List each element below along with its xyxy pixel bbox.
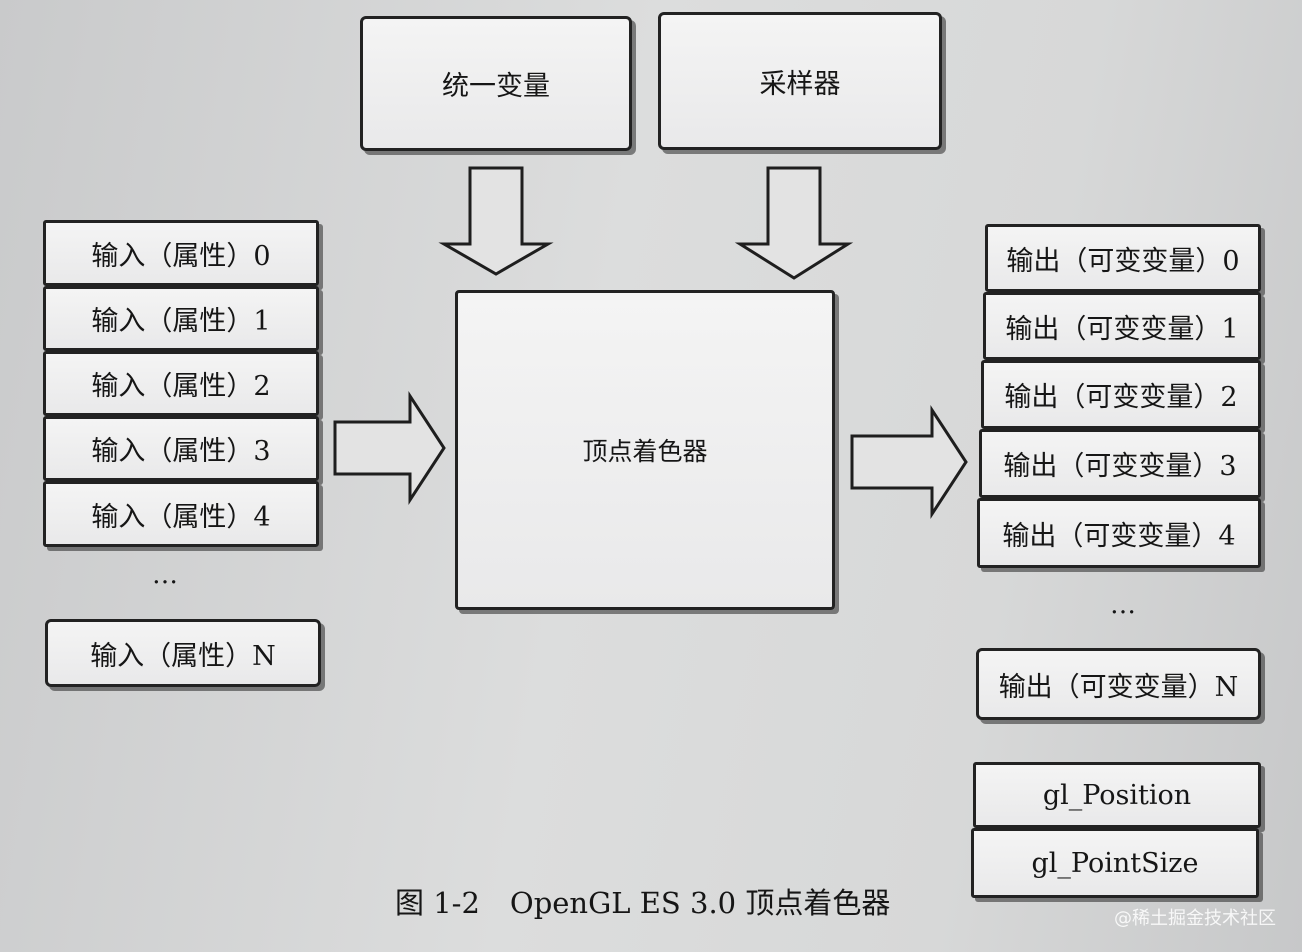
gl-pointsize-label: gl_PointSize — [1031, 847, 1199, 879]
input-attribute-label: 输入（属性）2 — [91, 371, 271, 402]
input-attribute-3: 输入（属性）3 — [43, 416, 319, 481]
output-varying-label: 输出（可变变量）4 — [1002, 520, 1236, 552]
gl-position-label: gl_Position — [1042, 779, 1192, 811]
output-varying-label: 输出（可变变量）N — [998, 671, 1239, 703]
watermark: @稀土掘金技术社区 — [1114, 908, 1276, 929]
figure-number: 图 1-2 — [395, 886, 480, 920]
input-attribute-label: 输入（属性）0 — [91, 240, 271, 272]
vertex-shader-box: 顶点着色器 — [455, 290, 835, 610]
figure-caption: 图 1-2 OpenGL ES 3.0 顶点着色器 — [395, 880, 890, 922]
vertex-shader-label: 顶点着色器 — [582, 437, 708, 466]
output-varying-n: 输出（可变变量）N — [976, 648, 1261, 720]
input-attribute-label: 输入（属性）4 — [91, 501, 271, 533]
uniforms-label: 统一变量 — [442, 71, 550, 102]
input-attribute-0: 输入（属性）0 — [43, 220, 319, 286]
gl-position-box: gl_Position — [973, 762, 1261, 828]
output-varying-label: 输出（可变变量）0 — [1006, 245, 1240, 277]
samplers-label: 采样器 — [759, 68, 841, 100]
output-varying-4: 输出（可变变量）4 — [977, 498, 1261, 568]
arrow-right-icon — [333, 390, 446, 506]
samplers-box: 采样器 — [658, 12, 942, 150]
input-attribute-n: 输入（属性）N — [45, 619, 321, 687]
outputs-ellipsis: … — [1110, 590, 1138, 620]
output-varying-label: 输出（可变变量）2 — [1004, 382, 1238, 413]
gl-pointsize-box: gl_PointSize — [971, 828, 1259, 898]
input-attribute-label: 输入（属性）1 — [91, 306, 271, 337]
input-attribute-4: 输入（属性）4 — [43, 481, 319, 547]
output-varying-0: 输出（可变变量）0 — [985, 224, 1261, 292]
output-varying-3: 输出（可变变量）3 — [979, 429, 1261, 498]
input-attribute-2: 输入（属性）2 — [43, 351, 319, 416]
figure-title: OpenGL ES 3.0 顶点着色器 — [509, 886, 891, 920]
output-varying-2: 输出（可变变量）2 — [981, 360, 1261, 429]
arrow-right-icon — [850, 404, 968, 520]
uniforms-box: 统一变量 — [360, 16, 632, 151]
input-attribute-label: 输入（属性）3 — [91, 436, 271, 467]
output-varying-label: 输出（可变变量）1 — [1005, 313, 1239, 345]
input-attribute-1: 输入（属性）1 — [43, 286, 319, 351]
input-attribute-label: 输入（属性）N — [90, 640, 276, 672]
arrow-down-icon — [438, 166, 554, 276]
arrow-down-icon — [734, 166, 854, 280]
output-varying-label: 输出（可变变量）3 — [1003, 451, 1237, 482]
output-varying-1: 输出（可变变量）1 — [983, 292, 1261, 360]
inputs-ellipsis: … — [152, 560, 180, 590]
